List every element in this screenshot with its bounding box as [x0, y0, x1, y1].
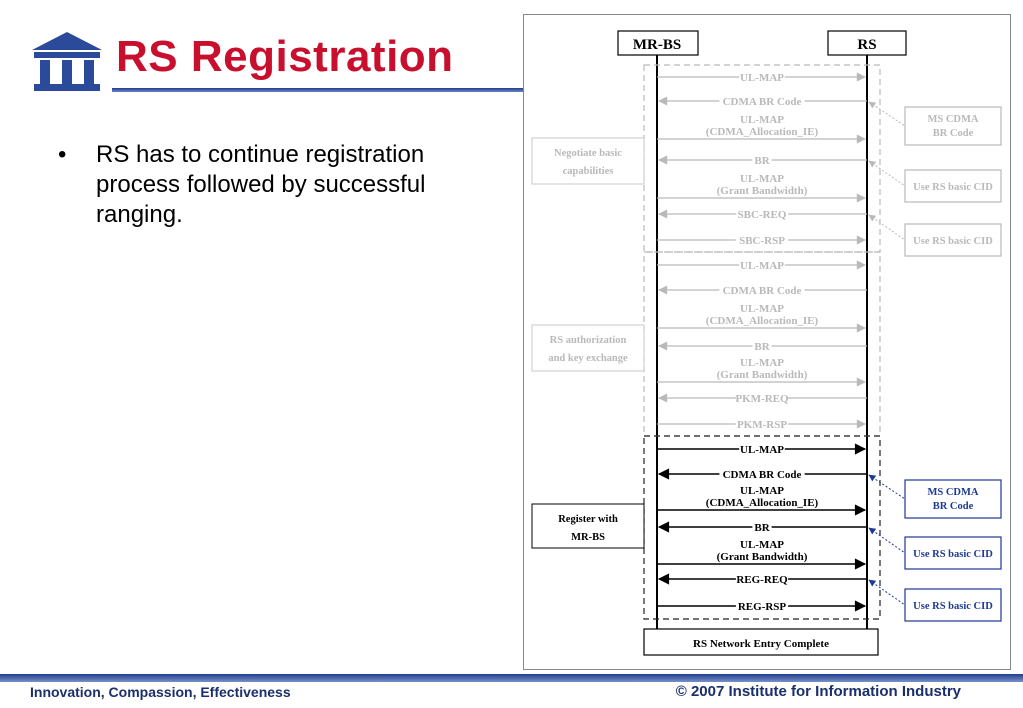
- actor-label-rs: RS: [857, 37, 876, 53]
- bullet-dot: •: [58, 141, 67, 168]
- phase-label-line: Register with: [558, 514, 618, 525]
- footer-rule: [0, 674, 1023, 682]
- message-label: UL-MAP: [740, 72, 784, 84]
- phase-label-box-3: [531, 503, 645, 549]
- message-label-bg: [739, 71, 785, 83]
- message-label: UL-MAP: [740, 444, 784, 456]
- final-state-box: [643, 628, 879, 656]
- message-label-bg: [735, 600, 789, 612]
- message-label-bg: [719, 95, 805, 107]
- message-label: SBC-RSP: [739, 235, 785, 247]
- final-state-label: RS Network Entry Complete: [693, 638, 829, 650]
- message-label: (CDMA_Allocation_IE): [706, 497, 819, 509]
- message-label: CDMA BR Code: [723, 469, 802, 481]
- note-text: MS CDMA: [927, 114, 978, 125]
- message-label: CDMA BR Code: [723, 285, 802, 297]
- message-label-bg: [752, 154, 772, 166]
- logo-building-icon: [30, 30, 104, 97]
- note-text: Use RS basic CID: [913, 182, 993, 193]
- message-label: REG-REQ: [736, 574, 788, 586]
- note-box: [904, 588, 1002, 622]
- phase-label-line: capabilities: [563, 166, 614, 177]
- message-label-bg: [735, 573, 789, 585]
- message-label: REG-RSP: [738, 601, 787, 613]
- note-connector: [868, 214, 906, 241]
- message-label: PKM-RSP: [737, 419, 787, 431]
- message-label-bg: [752, 521, 772, 533]
- message-label-bg: [735, 234, 789, 246]
- actor-label-mrbs: MR-BS: [633, 37, 681, 53]
- message-label: UL-MAP: [740, 260, 784, 272]
- phase-label-box-2: [531, 324, 645, 372]
- footer-copyright: © 2007 Institute for Information Industr…: [675, 683, 961, 700]
- message-label: BR: [754, 341, 770, 353]
- message-label: UL-MAP: [740, 114, 784, 126]
- message-label: (Grant Bandwidth): [717, 369, 808, 381]
- note-box: [904, 479, 1002, 519]
- message-label: (CDMA_Allocation_IE): [706, 126, 819, 138]
- message-label-bg: [735, 418, 789, 430]
- message-label-bg: [719, 468, 805, 480]
- note-text: Use RS basic CID: [913, 236, 993, 247]
- message-label-bg: [719, 284, 805, 296]
- footer-motto: Innovation, Compassion, Effectiveness: [30, 684, 291, 700]
- message-label: UL-MAP: [740, 357, 784, 369]
- note-text: Use RS basic CID: [913, 549, 993, 560]
- note-text: BR Code: [933, 128, 974, 139]
- phase-label-line: and key exchange: [548, 353, 628, 364]
- message-label-bg: [735, 208, 789, 220]
- note-box: [904, 536, 1002, 570]
- note-box: [904, 169, 1002, 203]
- note-connector: [868, 101, 906, 127]
- phase-label-line: Negotiate basic: [554, 148, 622, 159]
- phase-label-box-1: [531, 137, 645, 185]
- message-label: (Grant Bandwidth): [717, 551, 808, 563]
- phase-label-line: RS authorization: [550, 335, 627, 346]
- note-text: Use RS basic CID: [913, 601, 993, 612]
- page-title: RS Registration: [116, 32, 454, 81]
- message-label: SBC-REQ: [738, 209, 787, 221]
- note-text: MS CDMA: [927, 487, 978, 498]
- note-connector: [868, 527, 906, 554]
- note-connector: [868, 474, 906, 500]
- message-label-bg: [735, 392, 789, 404]
- note-box: [904, 106, 1002, 146]
- note-text: BR Code: [933, 501, 974, 512]
- message-label-bg: [739, 259, 785, 271]
- message-label: (Grant Bandwidth): [717, 185, 808, 197]
- message-label: UL-MAP: [740, 485, 784, 497]
- message-label: (CDMA_Allocation_IE): [706, 315, 819, 327]
- message-label: PKM-REQ: [735, 393, 789, 405]
- note-connector: [868, 160, 906, 187]
- bullet-text: RS has to continue registration process …: [96, 141, 426, 228]
- message-label: CDMA BR Code: [723, 96, 802, 108]
- message-label-bg: [752, 340, 772, 352]
- message-label: BR: [754, 522, 770, 534]
- message-label-bg: [739, 443, 785, 455]
- actor-box-rs: [827, 30, 907, 56]
- message-label: UL-MAP: [740, 303, 784, 315]
- message-label: BR: [754, 155, 770, 167]
- phase-label-line: MR-BS: [571, 532, 605, 543]
- title-underline: [112, 88, 524, 92]
- note-connector: [868, 579, 906, 606]
- message-label: UL-MAP: [740, 173, 784, 185]
- message-label: UL-MAP: [740, 539, 784, 551]
- note-box: [904, 223, 1002, 257]
